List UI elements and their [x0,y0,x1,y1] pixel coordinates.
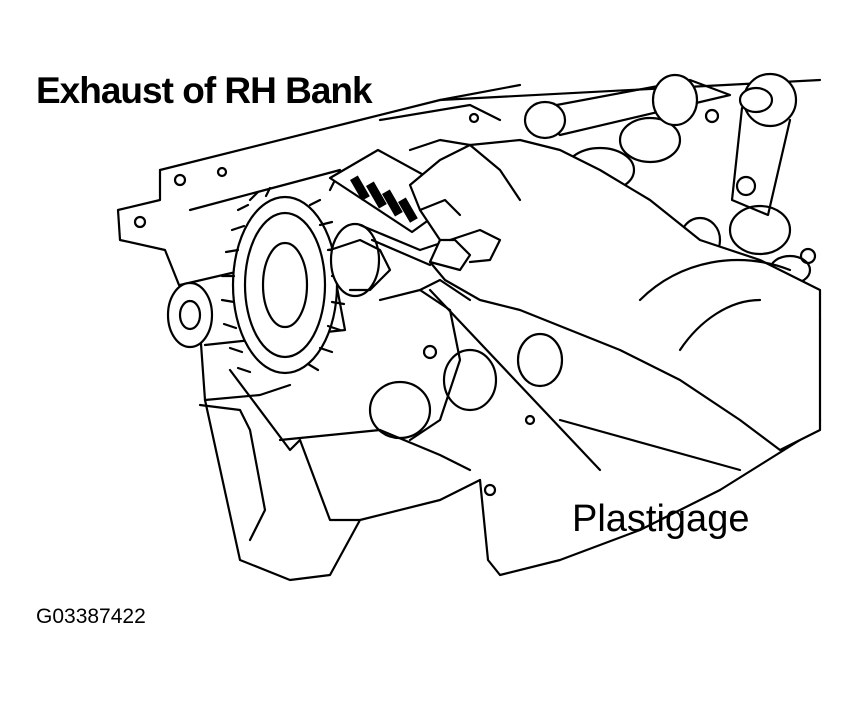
plastigage-label: Plastigage [572,498,750,540]
upper-camshaft [523,72,798,217]
diagram-title: Exhaust of RH Bank [36,70,373,111]
leader-line [428,288,742,472]
bearing-caps [198,278,472,542]
hand [408,138,822,452]
figure-id: G03387422 [36,605,146,628]
camshaft-gear [166,186,392,375]
